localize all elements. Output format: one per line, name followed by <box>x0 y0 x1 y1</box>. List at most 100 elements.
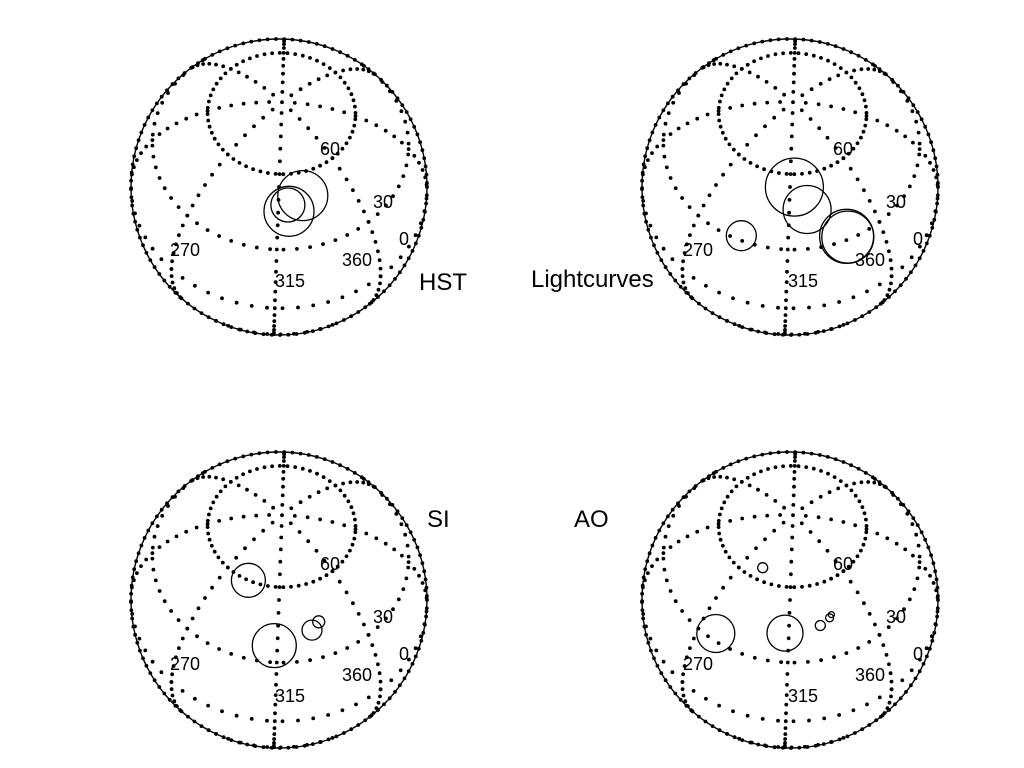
limb-dot <box>385 496 389 501</box>
meridian-dot-315 <box>783 306 788 311</box>
meridian-dot-180 <box>739 480 744 484</box>
meridian-dot-45 <box>353 527 358 531</box>
meridian-dot-90 <box>333 483 338 488</box>
lat-dot-30 <box>661 143 666 148</box>
panel-hst: 60 30 0 270 315 360 HST <box>129 37 467 337</box>
lat-dot-60 <box>209 130 214 135</box>
meridian-dot-315 <box>277 172 282 177</box>
lat-dot-0 <box>234 300 239 305</box>
lat-dot-30 <box>406 152 411 157</box>
lat-dot-0 <box>340 295 345 300</box>
limb-dot <box>390 90 395 94</box>
meridian-dot-270 <box>680 680 685 684</box>
lat-label-30: 30 <box>886 192 906 212</box>
limb-dot <box>668 685 673 689</box>
meridian-dot-315 <box>272 328 276 332</box>
meridian-dot-45 <box>803 514 808 518</box>
meridian-dot-45 <box>875 531 880 536</box>
limb-dot <box>643 567 648 572</box>
lat-dot-30 <box>391 194 395 199</box>
lat-dot-60 <box>353 517 357 522</box>
lat-dot-0 <box>670 670 675 675</box>
limb-dot <box>933 156 938 161</box>
lat-dot-0 <box>413 646 418 651</box>
meridian-dot-315 <box>783 328 787 332</box>
meridian-dot-0 <box>881 230 886 235</box>
limb-dot <box>413 654 418 659</box>
lat-dot-60 <box>277 51 282 55</box>
lat-label-60: 60 <box>320 139 340 159</box>
lat-dot-60 <box>277 464 282 468</box>
limb-dot <box>809 451 814 456</box>
limb-dot <box>867 310 872 314</box>
meridian-dot-270 <box>190 203 195 208</box>
meridian-dot-180 <box>245 74 249 79</box>
spot-circle-0 <box>230 562 267 598</box>
lat-dot-30 <box>401 174 406 179</box>
lat-dot-60 <box>214 81 219 86</box>
meridian-dot-270 <box>682 251 687 255</box>
lat-dot-m30 <box>776 332 781 336</box>
lat-dot-30 <box>832 242 836 247</box>
limb-dot <box>646 227 651 232</box>
meridian-dot-270 <box>172 286 177 291</box>
meridian-dot-0 <box>376 700 381 705</box>
limb-dot <box>904 277 908 281</box>
limb-dot <box>666 514 670 519</box>
lat-dot-60 <box>788 51 793 55</box>
limb-dot <box>642 211 647 216</box>
meridian-dot-45 <box>853 110 858 115</box>
meridian-dot-315 <box>784 298 788 303</box>
limb-dot <box>860 727 865 732</box>
lat-dot-60 <box>860 92 865 97</box>
limb-dot <box>893 702 897 707</box>
lat-dot-60 <box>811 466 816 471</box>
meridian-dot-270 <box>721 585 725 590</box>
limb-dot <box>655 663 660 668</box>
limb-dot <box>282 450 287 454</box>
lat-dot-0 <box>296 718 300 723</box>
lat-dot-30 <box>912 587 917 591</box>
lat-dot-60 <box>766 54 770 58</box>
meridian-dot-315 <box>788 172 793 177</box>
meridian-dot-315 <box>784 711 788 716</box>
lat-dot-30 <box>205 228 210 233</box>
limb-dot <box>150 521 155 526</box>
meridian-dot-270 <box>754 133 758 138</box>
limb-dot <box>425 185 429 189</box>
lat-dot-60 <box>819 469 823 473</box>
limb-dot <box>817 453 822 457</box>
limb-dot <box>400 103 405 107</box>
lat-dot-30 <box>406 141 411 146</box>
meridian-dot-180 <box>207 61 212 66</box>
meridian-dot-315 <box>787 210 791 215</box>
meridian-dot-0 <box>376 249 380 254</box>
lat-dot-30 <box>281 660 286 665</box>
meridian-dot-45 <box>374 123 379 128</box>
limb-dot <box>748 740 753 745</box>
limb-dot <box>693 71 698 75</box>
limb-dot <box>382 289 386 294</box>
limb-dot <box>837 737 842 742</box>
meridian-dot-270 <box>252 537 256 542</box>
meridian-dot-0 <box>370 230 375 235</box>
meridian-dot-90 <box>800 93 805 98</box>
meridian-dot-225 <box>740 103 745 108</box>
lat-dot-30 <box>169 196 174 200</box>
meridian-dot-90 <box>852 481 856 486</box>
meridian-dot-135 <box>791 90 796 94</box>
meridian-dot-315 <box>275 235 280 240</box>
lat-dot-0 <box>924 646 929 651</box>
lat-dot-60 <box>734 484 739 489</box>
meridian-dot-270 <box>270 107 275 112</box>
limb-dot <box>760 39 765 44</box>
limb-dot <box>310 742 315 746</box>
meridian-dot-0 <box>889 694 893 699</box>
meridian-dot-0 <box>808 117 813 121</box>
lat-dot-60 <box>755 577 759 582</box>
limb-dot <box>657 528 662 533</box>
limb-dot <box>170 82 175 87</box>
meridian-dot-135 <box>280 90 285 94</box>
meridian-dot-315 <box>790 524 795 528</box>
lat-dot-60 <box>241 472 246 477</box>
